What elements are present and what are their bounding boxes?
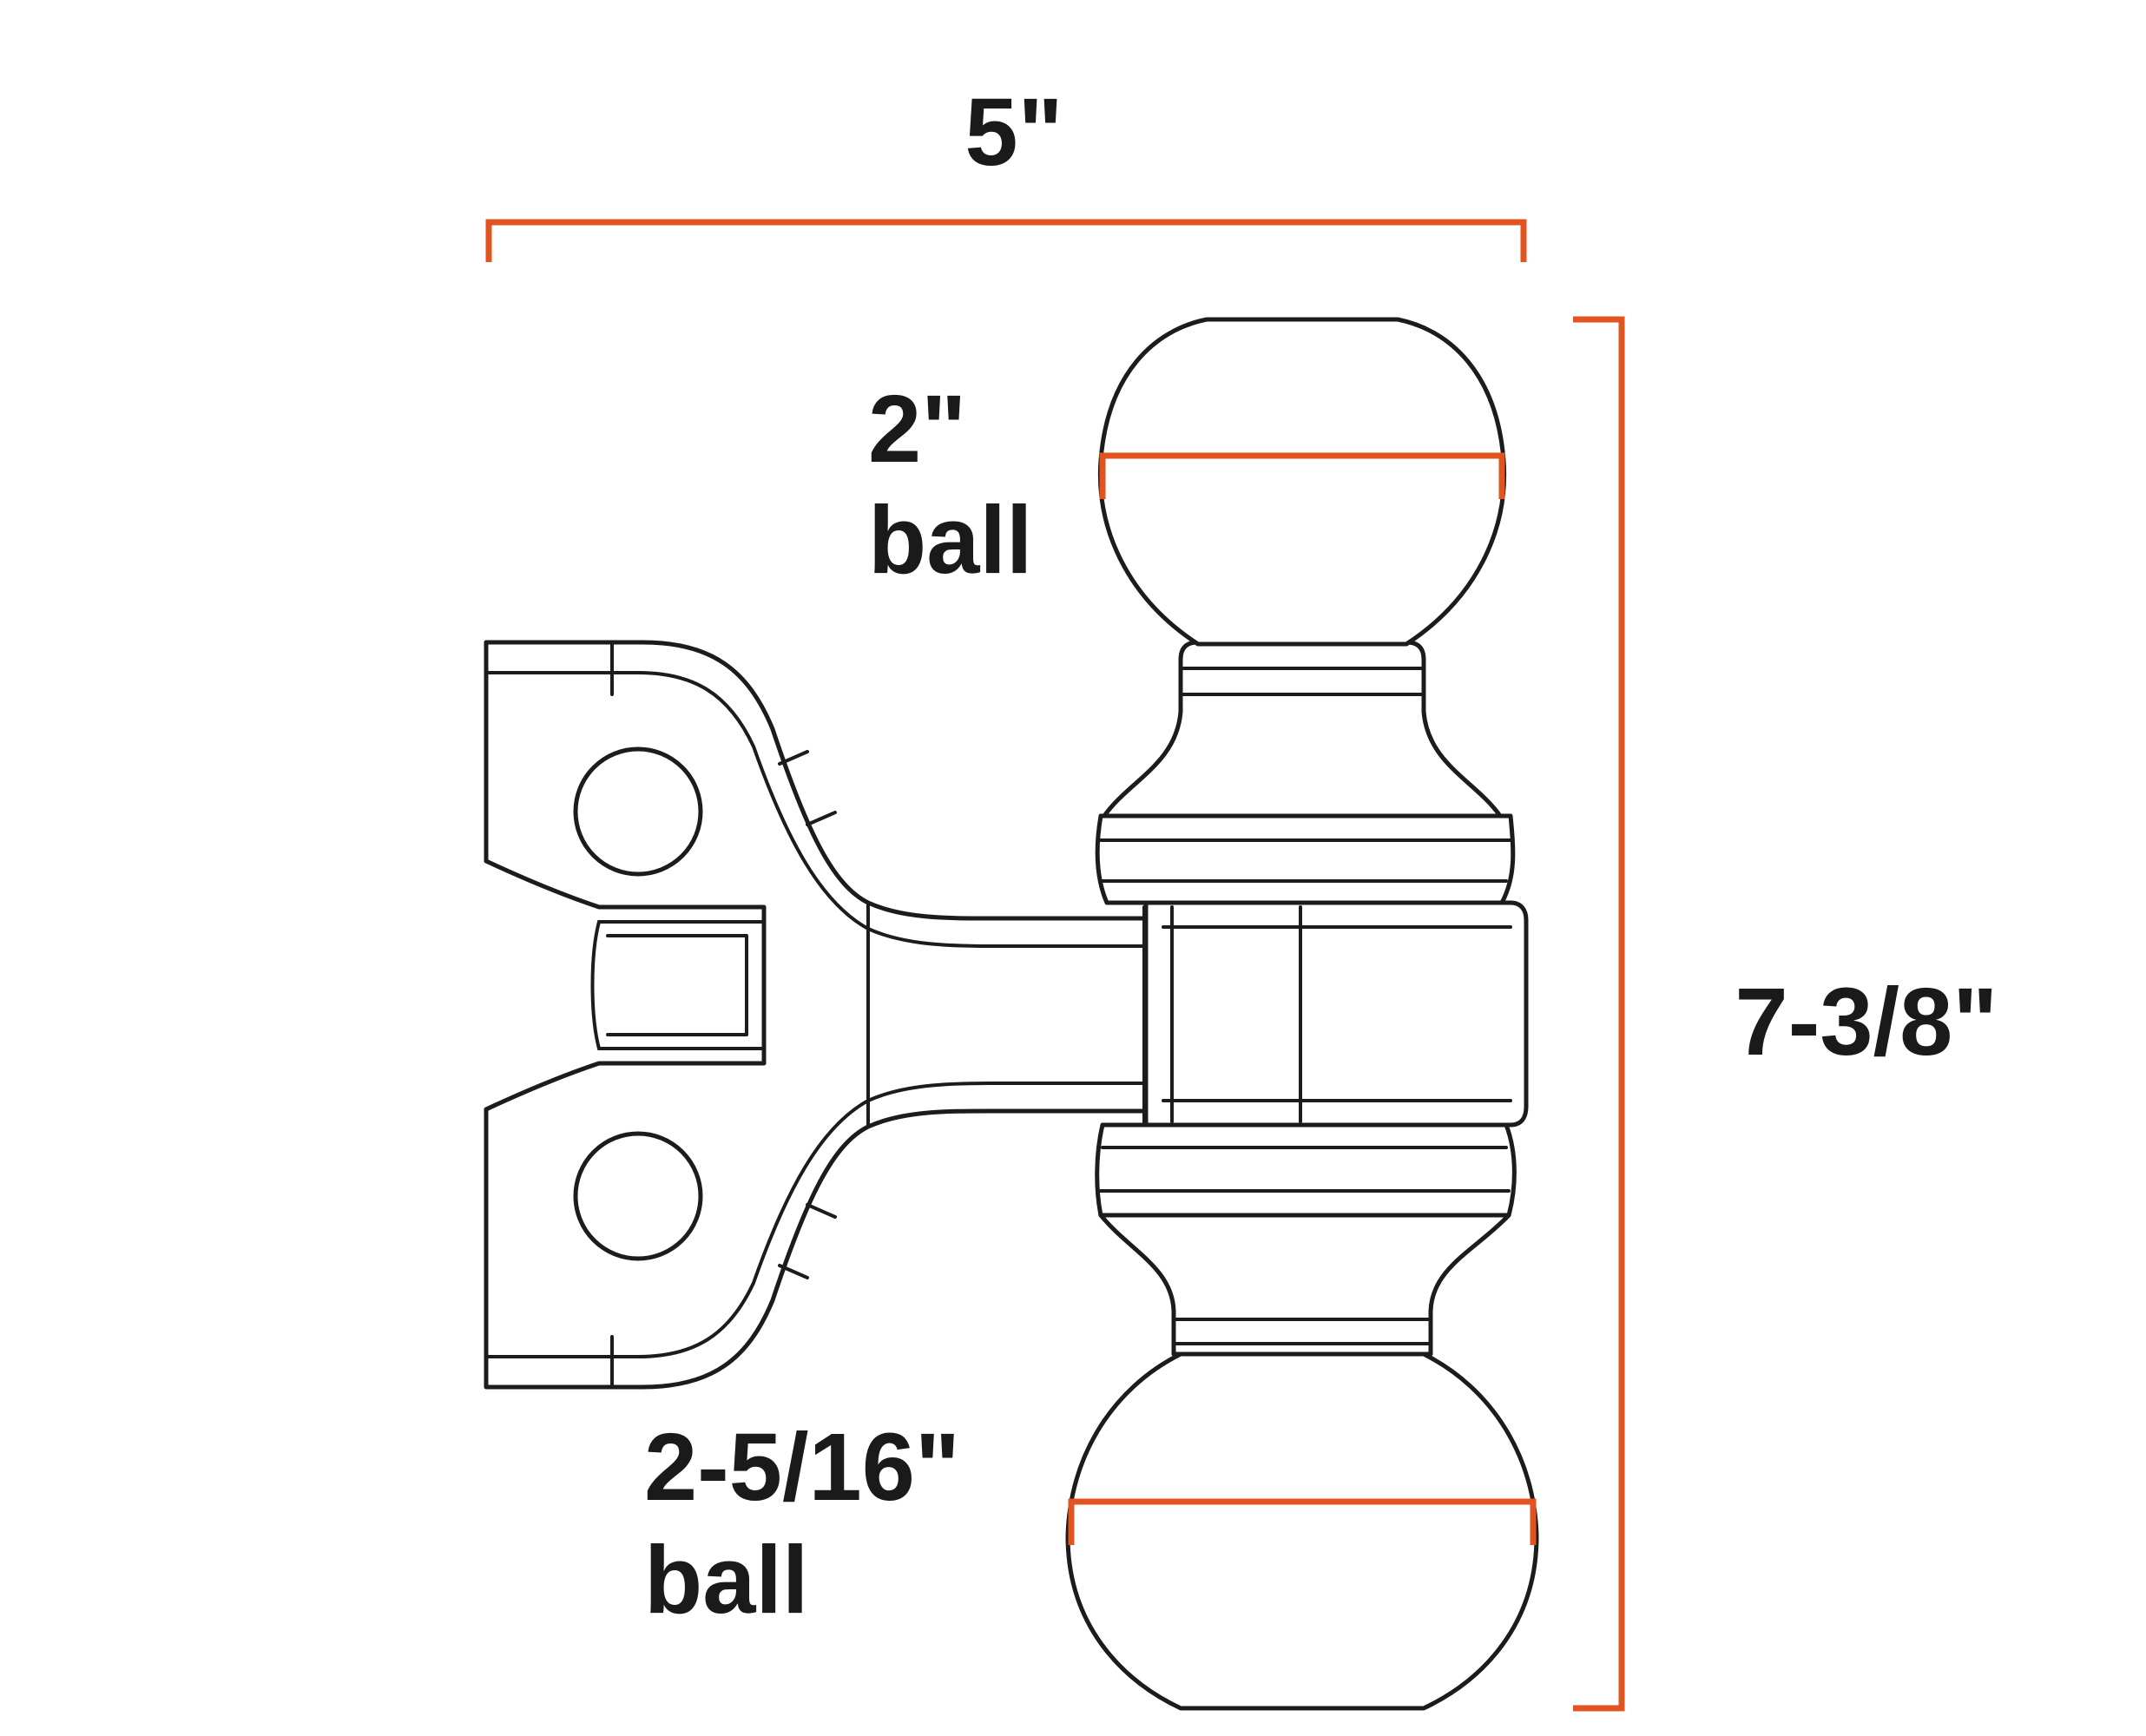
- bottom-ball-shank-ring: [1172, 1318, 1432, 1345]
- pin-hole-top: [573, 746, 703, 877]
- width-dimension-bracket: [485, 219, 1527, 262]
- bottom-ball-sphere: [1065, 1351, 1539, 1711]
- carrier-tube-outline: [1143, 900, 1529, 1128]
- dimension-labels: 5" 7-3/8" 2" ball 2-5/16" ball: [644, 79, 1998, 1634]
- height-label: 7-3/8": [1735, 969, 1998, 1075]
- lower-collar: [1095, 1122, 1517, 1218]
- bottom-hitch-ball: [1065, 1213, 1539, 1711]
- top-ball-sphere: [1097, 317, 1507, 647]
- upper-collar-line: [1099, 838, 1512, 883]
- mount-shank-outline: [484, 640, 1149, 1390]
- mount-inner-contour-top: [484, 671, 1148, 948]
- bottom-ball-shank: [1098, 1213, 1511, 1357]
- pin-hole-bottom: [573, 1131, 703, 1261]
- ball-diameter-lines: [1068, 452, 1537, 1545]
- upper-collar: [1095, 813, 1516, 905]
- width-label: 5": [964, 79, 1063, 186]
- height-dimension-bracket: [1573, 316, 1625, 1712]
- mount-inner-contour-bottom: [484, 1082, 1148, 1358]
- ball-carrier: [1095, 813, 1529, 1218]
- receiver-slot-outline: [590, 920, 766, 1050]
- receiver-slot-inner: [606, 934, 748, 1036]
- drawbar-mount: [484, 640, 1149, 1390]
- mount-bend-tick-top: [778, 750, 837, 826]
- bottom-ball-diameter-line: [1068, 1498, 1537, 1545]
- top-ball-size-label: 2": [868, 376, 966, 483]
- bottom-ball-size-label: 2-5/16": [644, 1414, 960, 1521]
- lower-collar-line: [1099, 1146, 1511, 1193]
- top-ball-word-label: ball: [868, 487, 1033, 594]
- top-hitch-ball: [1097, 317, 1507, 819]
- top-ball-diameter-line: [1099, 452, 1505, 499]
- dimension-lines: [485, 219, 1625, 1712]
- carrier-tube-divider: [1170, 905, 1302, 1123]
- top-ball-shank-ring: [1179, 667, 1425, 696]
- bottom-ball-word-label: ball: [644, 1527, 809, 1634]
- mount-bend-tick-bottom: [778, 1203, 837, 1279]
